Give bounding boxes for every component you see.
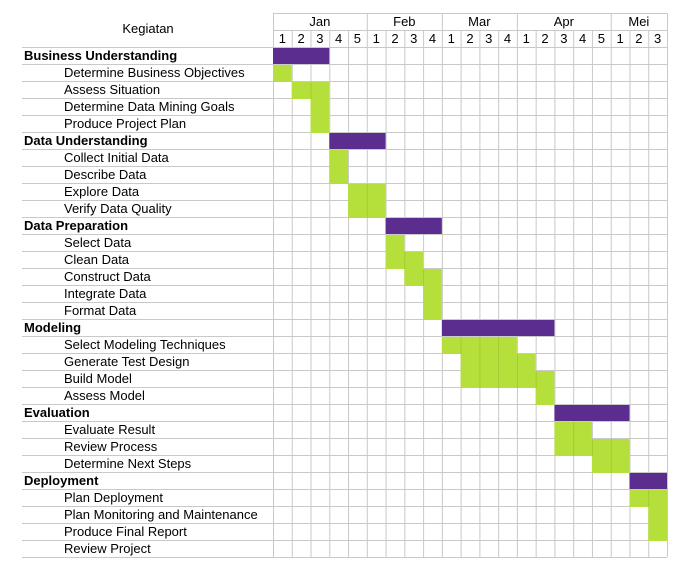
week-label: 4 [335, 31, 342, 46]
task-label: Produce Project Plan [64, 116, 186, 131]
task-label: Collect Initial Data [64, 150, 170, 165]
week-label: 3 [316, 31, 323, 46]
task-label: Assess Model [64, 388, 145, 403]
task-label: Describe Data [64, 167, 147, 182]
task-label: Determine Data Mining Goals [64, 99, 235, 114]
phase-bar [629, 473, 667, 489]
task-label: Determine Next Steps [64, 456, 192, 471]
month-label: Mei [628, 14, 649, 29]
phase-label: Deployment [24, 473, 99, 488]
week-label: 4 [429, 31, 436, 46]
task-label: Verify Data Quality [64, 201, 172, 216]
grid-lines [22, 13, 668, 558]
task-bar [648, 507, 667, 524]
month-label: Mar [468, 14, 491, 29]
task-bar [310, 116, 330, 133]
task-bar [460, 371, 555, 388]
week-label: 5 [354, 31, 361, 46]
task-bar [535, 388, 555, 405]
task-bar [273, 65, 292, 82]
week-label: 2 [298, 31, 305, 46]
task-label: Construct Data [64, 269, 151, 284]
phase-bar [329, 133, 386, 149]
phase-bar [273, 48, 330, 64]
week-label: 3 [410, 31, 417, 46]
task-label: Evaluate Result [64, 422, 155, 437]
month-label: Feb [393, 14, 415, 29]
task-label: Generate Test Design [64, 354, 190, 369]
task-bar [648, 524, 667, 541]
week-label: 5 [598, 31, 605, 46]
task-label: Assess Situation [64, 82, 160, 97]
task-label: Build Model [64, 371, 132, 386]
phase-label: Data Understanding [24, 133, 148, 148]
week-label: 4 [504, 31, 511, 46]
week-label: 1 [373, 31, 380, 46]
task-label: Plan Deployment [64, 490, 163, 505]
gantt-bars [273, 48, 667, 541]
task-label: Select Modeling Techniques [64, 337, 226, 352]
task-bar [329, 167, 349, 184]
week-label: 1 [616, 31, 623, 46]
task-bar [423, 286, 442, 303]
phase-bar [554, 405, 630, 421]
week-label: 1 [523, 31, 530, 46]
month-label: Apr [554, 14, 575, 29]
task-label: Plan Monitoring and Maintenance [64, 507, 258, 522]
task-bar [310, 99, 330, 116]
task-label: Determine Business Objectives [64, 65, 245, 80]
week-label: 3 [654, 31, 661, 46]
task-label: Produce Final Report [64, 524, 187, 539]
task-label: Select Data [64, 235, 132, 250]
task-label: Review Process [64, 439, 158, 454]
phase-label: Data Preparation [24, 218, 128, 233]
task-label: Clean Data [64, 252, 130, 267]
phase-label: Business Understanding [24, 48, 177, 63]
month-label: Jan [309, 14, 330, 29]
task-label: Explore Data [64, 184, 140, 199]
week-label: 3 [485, 31, 492, 46]
phase-label: Evaluation [24, 405, 90, 420]
header-label-kegiatan: Kegiatan [122, 21, 173, 36]
task-label: Review Project [64, 541, 151, 556]
phase-bar [385, 218, 442, 234]
week-label: 2 [541, 31, 548, 46]
week-label: 1 [448, 31, 455, 46]
phase-label: Modeling [24, 320, 81, 335]
week-label: 3 [560, 31, 567, 46]
task-bar [423, 303, 442, 320]
phase-bar [441, 320, 555, 336]
week-label: 2 [391, 31, 398, 46]
task-bar [385, 235, 405, 252]
week-label: 2 [466, 31, 473, 46]
task-label: Format Data [64, 303, 137, 318]
task-bar [329, 150, 349, 167]
task-label: Integrate Data [64, 286, 147, 301]
week-label: 1 [279, 31, 286, 46]
week-label: 4 [579, 31, 586, 46]
week-label: 2 [635, 31, 642, 46]
